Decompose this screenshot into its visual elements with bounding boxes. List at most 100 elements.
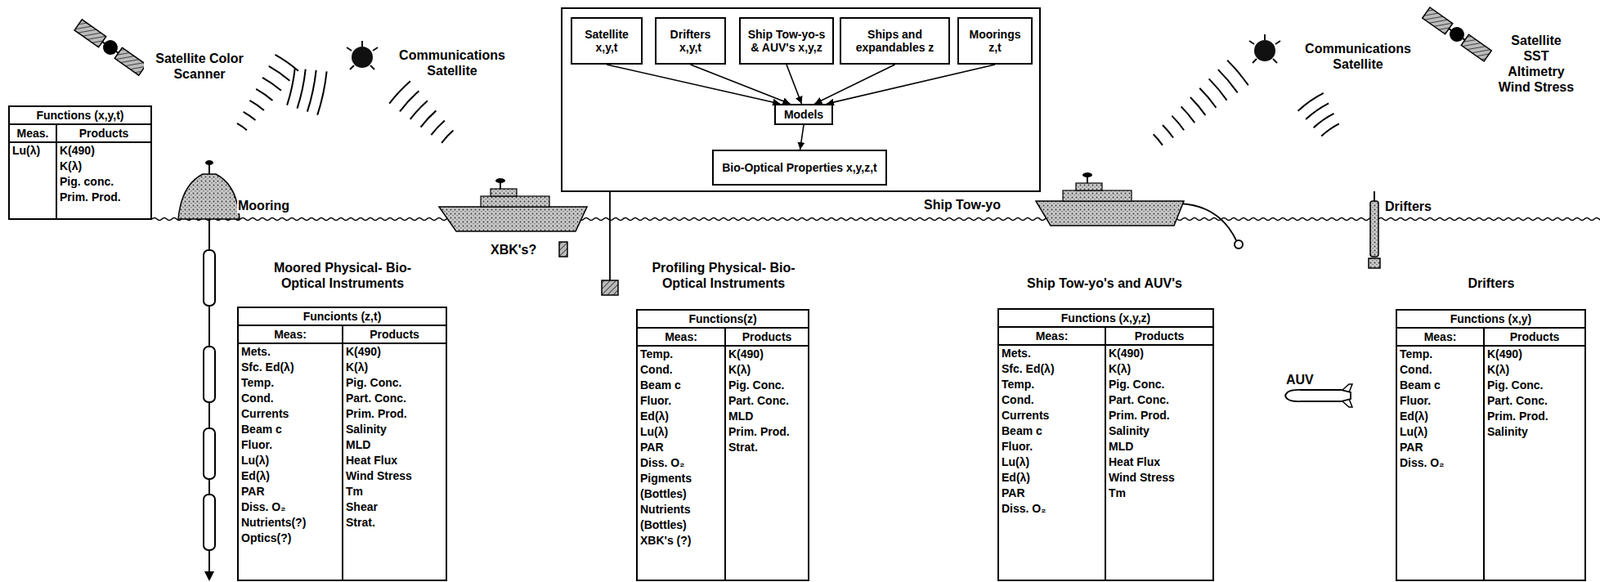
drifter-icon [1368, 191, 1381, 269]
auv-icon [1285, 384, 1353, 408]
table-cell: Prim. Prod. [343, 406, 446, 422]
table-cell: Temp. [1397, 346, 1484, 363]
table-cell: K(λ) [57, 158, 151, 175]
caption-label: AUV [1285, 371, 1315, 388]
function-table: Functions (x,y,z)Meas:Mets.Sfc. Ed(λ)Tem… [997, 308, 1215, 582]
table-body: Meas:Temp.Cond.Beam cFluor.Ed(λ)Lu(λ)PAR… [1397, 328, 1585, 580]
table-cell: Diss. O₂ [1397, 455, 1484, 471]
radio-wave-arc [268, 66, 291, 81]
table-cell: PAR [1397, 439, 1484, 456]
table-cell: Cond. [637, 362, 725, 378]
ship-icon [1035, 172, 1243, 249]
table-cell: Lu(λ) [1397, 424, 1484, 440]
table-cell: Fluor. [1397, 393, 1484, 409]
box-label: Models [784, 107, 824, 122]
table-column: ProductsK(490)K(λ)Pig. conc.Prim. Prod. [57, 125, 151, 219]
table-cell: Heat Flux [1106, 454, 1213, 471]
table-heading: Functions (x,y) [1397, 310, 1585, 329]
table-cell: K(λ) [343, 359, 446, 376]
table-cell: Tm [1106, 485, 1213, 502]
table-cell: K(490) [1106, 345, 1213, 362]
table-cell: Optics(?) [238, 530, 342, 547]
table-cell: Currents [999, 407, 1105, 424]
table-heading: Functions(z) [637, 310, 808, 329]
column-header: Products [343, 326, 446, 345]
box-label: Moorings z,t [962, 27, 1028, 54]
process-box: Moorings z,t [957, 17, 1033, 65]
radio-wave-arc [296, 69, 305, 109]
comm-satellite-icon [1249, 34, 1281, 63]
table-cell: MLD [1106, 439, 1213, 455]
radio-wave-arc [307, 70, 317, 113]
table-cell: Ed(λ) [999, 470, 1105, 486]
table-cell: Ed(λ) [637, 408, 725, 425]
radio-wave-arc [1321, 123, 1340, 136]
table-cell: Lu(λ) [238, 452, 342, 469]
table-cell: Beam c [637, 377, 725, 394]
table-cell: Salinity [1106, 423, 1213, 440]
connector-arrow [690, 64, 791, 104]
table-cell: Mets. [999, 345, 1105, 362]
process-box: Bio-Optical Properties x,y,z,t [712, 149, 888, 186]
table-cell: Lu(λ) [637, 424, 725, 440]
table-cell: Wind Stress [343, 468, 446, 485]
ocean-surface-line [152, 218, 1600, 221]
table-column: Meas:Temp.Cond.Beam cFluor.Ed(λ)Lu(λ)PAR… [637, 328, 727, 580]
table-heading: Functions (x,y,t) [9, 107, 151, 126]
box-label: Ships and expandables z [844, 27, 946, 54]
function-table: Functions (x,y,t)Meas.Lu(λ)ProductsK(490… [8, 105, 153, 220]
table-cell: Part. Conc. [1484, 393, 1585, 409]
box-label: Ship Tow-yo-s & AUV's x,y,z [743, 27, 830, 54]
table-cell: Pig. Conc. [726, 377, 808, 394]
column-header: Products [726, 328, 808, 347]
table-cell: Strat. [343, 515, 446, 531]
table-cell: Temp. [637, 346, 725, 363]
table-cell: Sfc. Ed(λ) [238, 359, 342, 376]
caption-label: Ship Tow-yo's and AUV's [997, 275, 1212, 292]
box-label: Bio-Optical Properties x,y,z,t [721, 161, 878, 175]
process-box: Satellite x,y,t [570, 17, 643, 65]
box-label: Drifters x,y,t [659, 27, 722, 54]
table-cell: Part. Conc. [1106, 392, 1213, 408]
table-cell: Cond. [1397, 362, 1484, 378]
table-column: Meas:Temp.Cond.Beam cFluor.Ed(λ)Lu(λ)PAR… [1397, 328, 1485, 580]
radio-wave-arc [1298, 93, 1324, 112]
table-cell: Prim. Prod. [1484, 408, 1585, 425]
table-cell: Cond. [238, 390, 342, 407]
column-header: Meas: [999, 327, 1105, 346]
table-cell: Currents [238, 406, 342, 422]
radio-wave-arc [1153, 134, 1163, 145]
profiler-icon [601, 190, 619, 296]
process-box: Ship Tow-yo-s & AUV's x,y,z [739, 17, 834, 65]
table-cell: Prim. Prod. [726, 424, 808, 440]
table-cell: Pig. Conc. [343, 375, 446, 391]
process-box: Ships and expandables z [839, 17, 951, 65]
radio-wave-arc [421, 110, 437, 127]
ship-icon [439, 178, 588, 232]
table-heading: Functions (x,y,z) [999, 309, 1213, 328]
table-column: ProductsK(490)K(λ)Pig. Conc.Part. Conc.M… [726, 328, 808, 580]
model-frame: Satellite x,y,t Drifters x,y,t Ship Tow-yo… [560, 7, 1041, 193]
column-header: Meas: [1397, 328, 1484, 347]
caption-label: Drifters [1441, 275, 1542, 292]
table-cell: K(490) [57, 143, 151, 159]
radio-wave-arc [389, 80, 411, 104]
table-body: Meas:Mets.Sfc. Ed(λ)Temp.Cond.CurrentsBe… [238, 326, 446, 580]
comm-satellite-icon [346, 40, 378, 70]
caption-label: Drifters [1384, 198, 1433, 215]
table-cell: PAR [637, 439, 725, 456]
table-cell: Beam c [238, 421, 342, 438]
caption-label: Moored Physical- Bio-Optical Instruments [254, 259, 432, 292]
box-label: Satellite x,y,t [575, 27, 638, 54]
process-box: Models [774, 103, 834, 126]
caption-label: Satellite SST Altimetry Wind Stress [1496, 32, 1577, 95]
table-cell: Diss. O₂ [999, 501, 1105, 517]
radio-wave-arc [286, 67, 296, 105]
caption-label: Communications Satellite [389, 47, 515, 79]
table-column: Meas:Mets.Sfc. Ed(λ)Temp.Cond.CurrentsBe… [999, 327, 1107, 580]
table-cell: K(490) [726, 346, 808, 363]
connector-arrow [826, 64, 995, 104]
xbk-probe [559, 242, 568, 257]
table-cell: Fluor. [238, 437, 342, 453]
table-cell: Strat. [726, 439, 808, 456]
